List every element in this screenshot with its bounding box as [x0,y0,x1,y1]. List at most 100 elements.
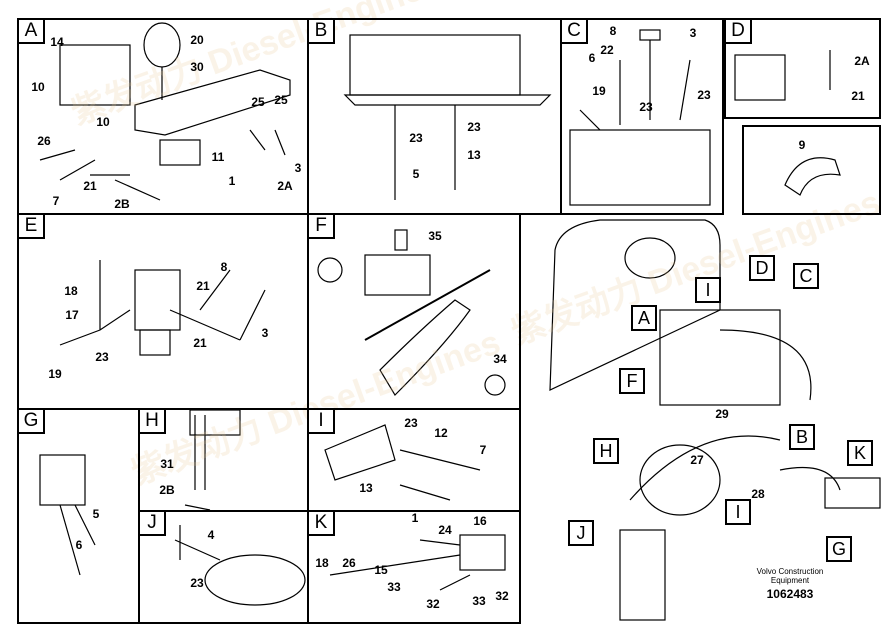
callout-number: 7 [52,194,60,208]
callout-number: 33 [472,594,486,608]
panel-label: H [140,410,166,434]
section-marker: C [793,263,819,289]
panel-b: B [307,18,562,215]
panel-label: A [19,20,45,44]
control-valve-c [569,29,711,206]
callout-number: 20 [190,33,204,47]
callout-number: 23 [409,131,423,145]
callout-number: 15 [374,563,388,577]
callout-number: 19 [48,367,62,381]
callout-number: 35 [428,229,442,243]
callout-number: 6 [588,51,596,65]
callout-number: 2A [277,179,293,193]
callout-number: 23 [697,88,711,102]
callout-number: 23 [95,350,109,364]
section-marker: I [725,499,751,525]
callout-number: 23 [190,576,204,590]
valve-d [734,50,831,101]
callout-number: 21 [851,89,865,103]
callout-number: 18 [64,284,78,298]
callout-number: 23 [404,416,418,430]
callout-number: 5 [412,167,420,181]
callout-number: 28 [751,487,765,501]
hose-h [184,409,241,511]
panel-c: C [560,18,724,215]
hydraulic-block-a [39,22,291,201]
callout-number: 25 [274,93,288,107]
panel-label: D [726,20,752,44]
plate-i [324,424,481,501]
panel-j: J [138,510,309,624]
section-marker: J [568,520,594,546]
callout-number: 31 [160,457,174,471]
callout-number: 29 [715,407,729,421]
panel-label: B [309,20,335,44]
callout-number: 18 [315,556,329,570]
callout-number: 16 [473,514,487,528]
callout-number: 19 [592,84,606,98]
callout-number: 10 [31,80,45,94]
block-k [329,534,506,591]
block-j [174,525,306,606]
section-marker: I [695,277,721,303]
callout-number: 13 [467,148,481,162]
block-g [39,454,96,576]
callout-number: 26 [37,134,51,148]
callout-number: 3 [294,161,302,175]
panel-f: F [307,213,521,410]
panel-detail-9 [742,125,881,215]
callout-number: 23 [467,120,481,134]
callout-number: 23 [639,100,653,114]
section-marker: H [593,438,619,464]
callout-number: 1 [228,174,236,188]
callout-number: 11 [211,150,225,164]
callout-number: 2B [114,197,130,211]
section-marker: D [749,255,775,281]
callout-number: 34 [493,352,507,366]
callout-number: 3 [261,326,269,340]
callout-number: 2B [159,483,175,497]
callout-number: 26 [342,556,356,570]
footer-company: Volvo Construction [756,567,824,576]
control-valve-b [343,34,552,200]
panel-label: K [309,512,335,536]
callout-number: 9 [798,138,806,152]
callout-number: 12 [434,426,448,440]
callout-number: 6 [75,538,83,552]
callout-number: 33 [387,580,401,594]
callout-number: 32 [426,597,440,611]
callout-number: 21 [193,336,207,350]
panel-label: J [140,512,166,536]
callout-number: 21 [196,279,210,293]
callout-number: 7 [479,443,487,457]
panel-g: G [17,408,140,624]
panel-label: C [562,20,588,44]
callout-number: 25 [251,95,265,109]
panel-label: G [19,410,45,434]
fitting-f [317,229,506,396]
callout-number: 1 [411,511,419,525]
panel-d: D [724,18,881,119]
machine-overview [549,219,881,621]
drawing-number: 1062483 [766,587,814,601]
callout-number: 10 [96,115,110,129]
callout-number: 30 [190,60,204,74]
callout-number: 22 [600,43,614,57]
callout-number: 13 [359,481,373,495]
callout-number: 21 [83,179,97,193]
panel-label: E [19,215,45,239]
panel-label: F [309,215,335,239]
callout-number: 27 [690,453,704,467]
callout-number: 8 [220,260,228,274]
section-marker: A [631,305,657,331]
hose-9 [784,157,841,196]
callout-number: 32 [495,589,509,603]
callout-number: 5 [92,507,100,521]
callout-number: 4 [207,528,215,542]
callout-number: 14 [50,35,64,49]
section-marker: B [789,424,815,450]
callout-number: 17 [65,308,79,322]
callout-number: 3 [689,26,697,40]
